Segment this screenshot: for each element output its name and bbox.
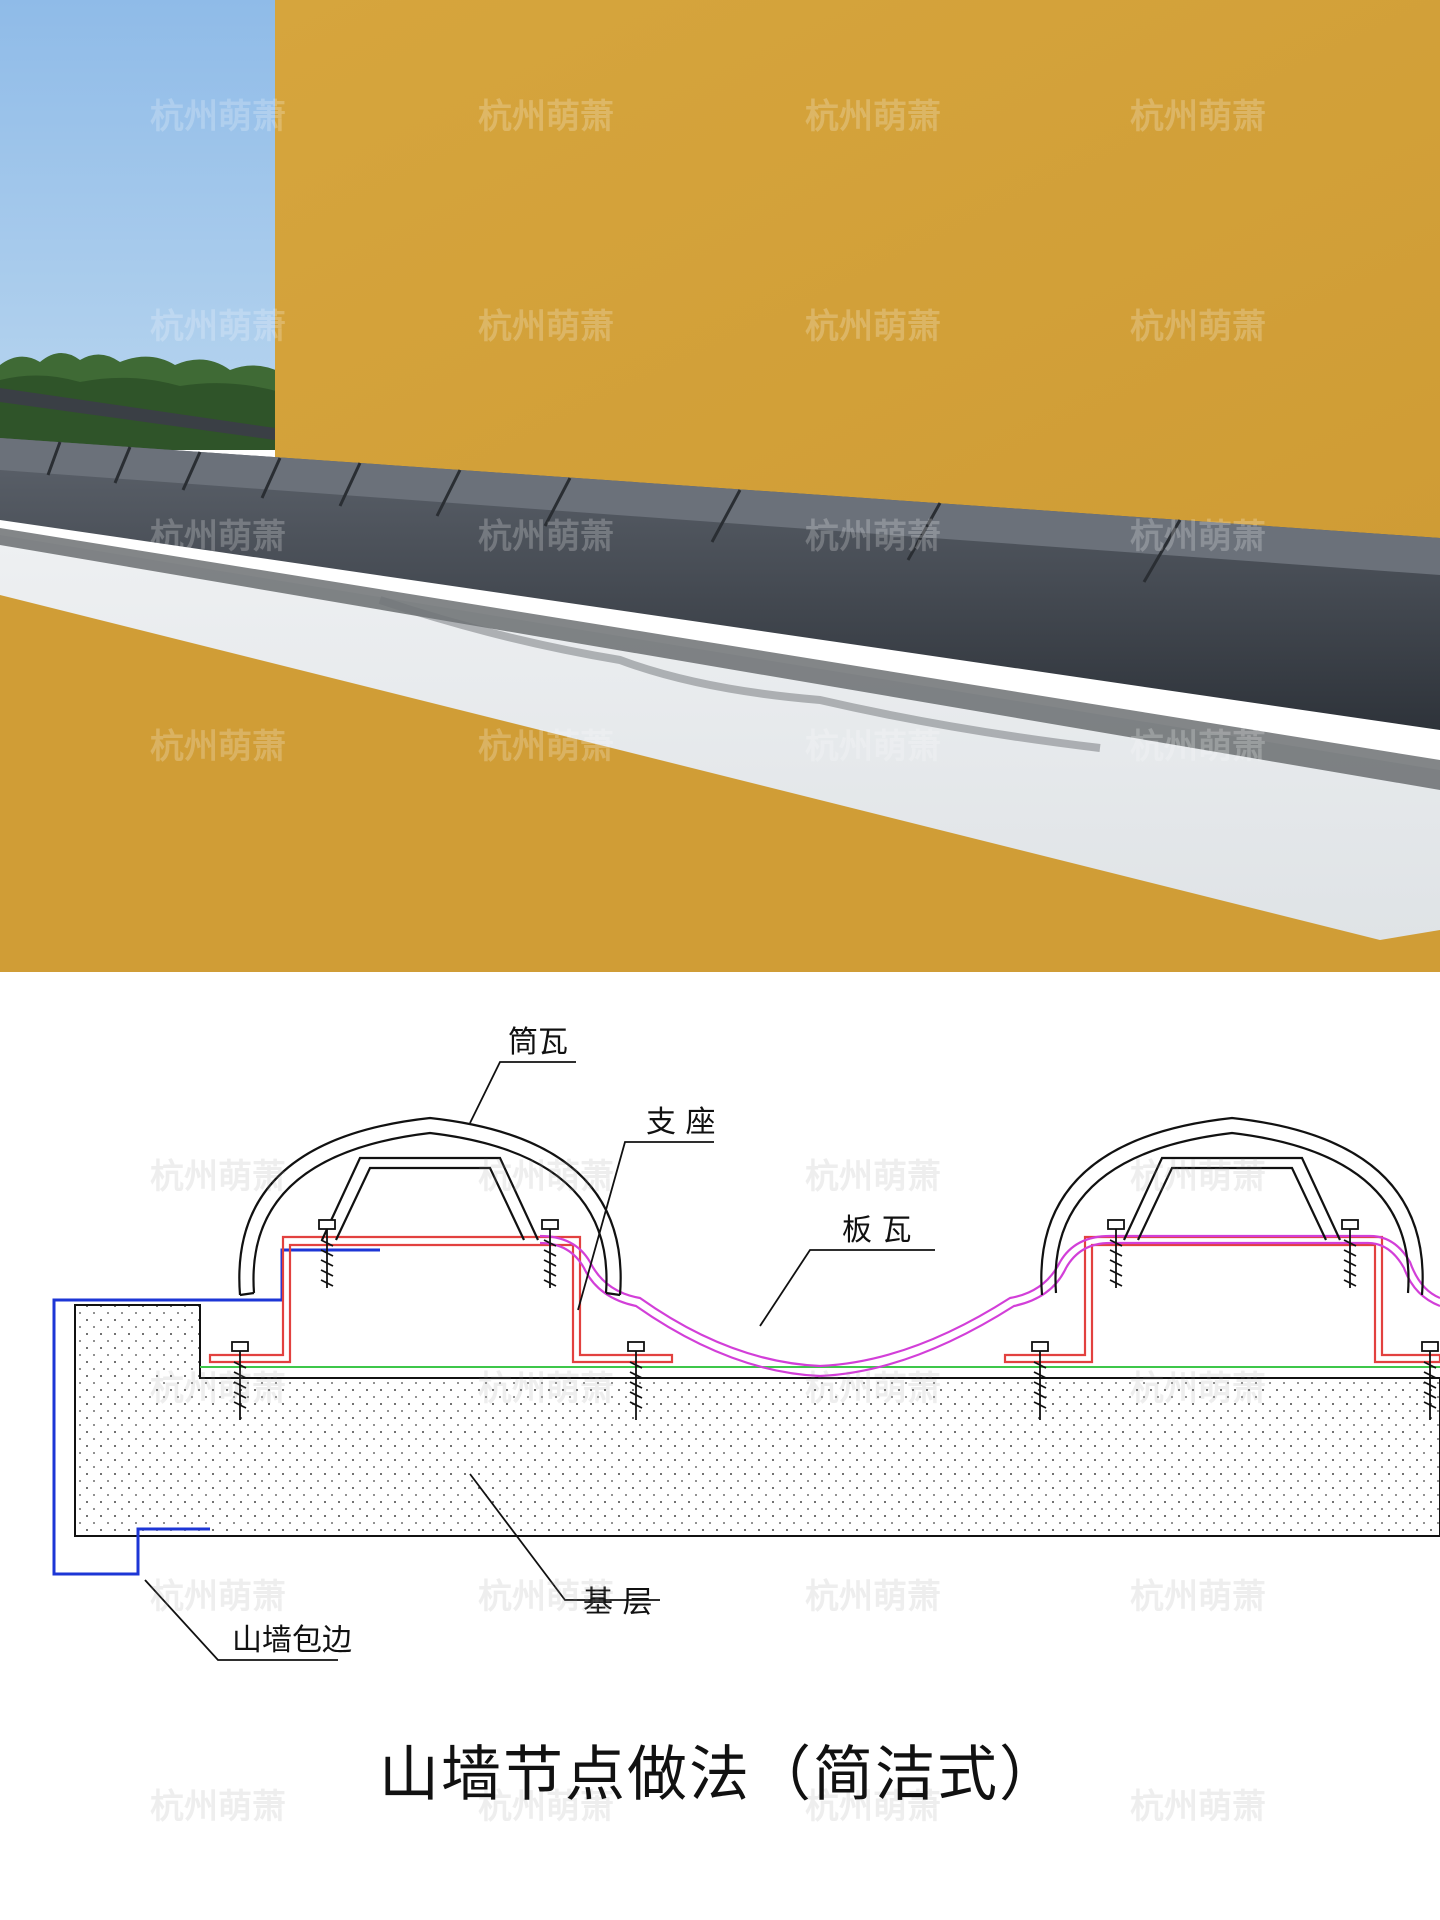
label-base-layer: 基 层 xyxy=(583,1585,653,1620)
svg-text:杭州萌萧: 杭州萌萧 xyxy=(805,97,941,137)
plate-tile xyxy=(539,1234,1440,1368)
svg-text:杭州萌萧: 杭州萌萧 xyxy=(805,517,941,557)
label-plate-tile: 板 瓦 xyxy=(842,1213,912,1248)
coping-seams xyxy=(46,441,1182,583)
photo-gable-coping: 杭州萌萧 杭州萌萧 杭州萌萧 杭州萌萧 杭州萌萧 杭州萌萧 杭州萌萧 杭州萌萧 … xyxy=(0,0,1440,972)
tube-tile-left xyxy=(238,1116,622,1297)
svg-text:杭州萌萧: 杭州萌萧 xyxy=(150,97,286,137)
page-title: 山墙节点做法（简洁式） xyxy=(379,1740,1061,1810)
gable-node-diagram: 筒瓦 支 座 板 瓦 山墙包边 基 层 杭州萌萧 杭州萌萧 杭州萌萧 杭州萌萧 … xyxy=(52,1025,1440,1827)
svg-text:杭州萌萧: 杭州萌萧 xyxy=(150,307,286,347)
svg-text:杭州萌萧: 杭州萌萧 xyxy=(478,727,614,767)
svg-text:杭州萌萧: 杭州萌萧 xyxy=(805,1157,941,1197)
svg-text:杭州萌萧: 杭州萌萧 xyxy=(1130,97,1266,137)
label-tube-tile: 筒瓦 xyxy=(508,1025,568,1060)
svg-text:杭州萌萧: 杭州萌萧 xyxy=(1130,1577,1266,1617)
screws xyxy=(231,1219,1439,1420)
coping-cap xyxy=(0,438,1440,730)
svg-text:杭州萌萧: 杭州萌萧 xyxy=(805,1787,941,1827)
label-support: 支 座 xyxy=(646,1105,716,1140)
svg-text:杭州萌萧: 杭州萌萧 xyxy=(150,1157,286,1197)
svg-text:杭州萌萧: 杭州萌萧 xyxy=(1130,1157,1266,1197)
svg-text:杭州萌萧: 杭州萌萧 xyxy=(478,1787,614,1827)
svg-text:杭州萌萧: 杭州萌萧 xyxy=(150,1577,286,1617)
svg-text:杭州萌萧: 杭州萌萧 xyxy=(478,97,614,137)
svg-text:杭州萌萧: 杭州萌萧 xyxy=(805,307,941,347)
base-layer xyxy=(74,1304,1440,1537)
leader-lines xyxy=(144,1061,935,1661)
svg-text:杭州萌萧: 杭州萌萧 xyxy=(150,727,286,767)
tube-tile-right xyxy=(1040,1116,1424,1296)
support-right xyxy=(1003,1235,1440,1364)
lower-wall xyxy=(0,590,1440,972)
svg-text:杭州萌萧: 杭州萌萧 xyxy=(478,1369,614,1409)
svg-text:杭州萌萧: 杭州萌萧 xyxy=(1130,517,1266,557)
svg-text:杭州萌萧: 杭州萌萧 xyxy=(478,517,614,557)
svg-text:杭州萌萧: 杭州萌萧 xyxy=(1130,1369,1266,1409)
label-gable-edging: 山墙包边 xyxy=(232,1623,352,1658)
svg-text:杭州萌萧: 杭州萌萧 xyxy=(150,1787,286,1827)
parapet-face xyxy=(0,535,1440,940)
svg-text:杭州萌萧: 杭州萌萧 xyxy=(478,307,614,347)
svg-text:杭州萌萧: 杭州萌萧 xyxy=(1130,307,1266,347)
svg-text:杭州萌萧: 杭州萌萧 xyxy=(805,727,941,767)
svg-text:杭州萌萧: 杭州萌萧 xyxy=(1130,727,1266,767)
svg-text:杭州萌萧: 杭州萌萧 xyxy=(805,1577,941,1617)
svg-text:杭州萌萧: 杭州萌萧 xyxy=(150,1369,286,1409)
upper-wall xyxy=(275,0,1440,560)
support-left xyxy=(208,1235,674,1364)
svg-text:杭州萌萧: 杭州萌萧 xyxy=(478,1577,614,1617)
svg-text:杭州萌萧: 杭州萌萧 xyxy=(1130,1787,1266,1827)
svg-text:杭州萌萧: 杭州萌萧 xyxy=(150,517,286,557)
svg-text:杭州萌萧: 杭州萌萧 xyxy=(478,1157,614,1197)
svg-text:杭州萌萧: 杭州萌萧 xyxy=(805,1369,941,1409)
